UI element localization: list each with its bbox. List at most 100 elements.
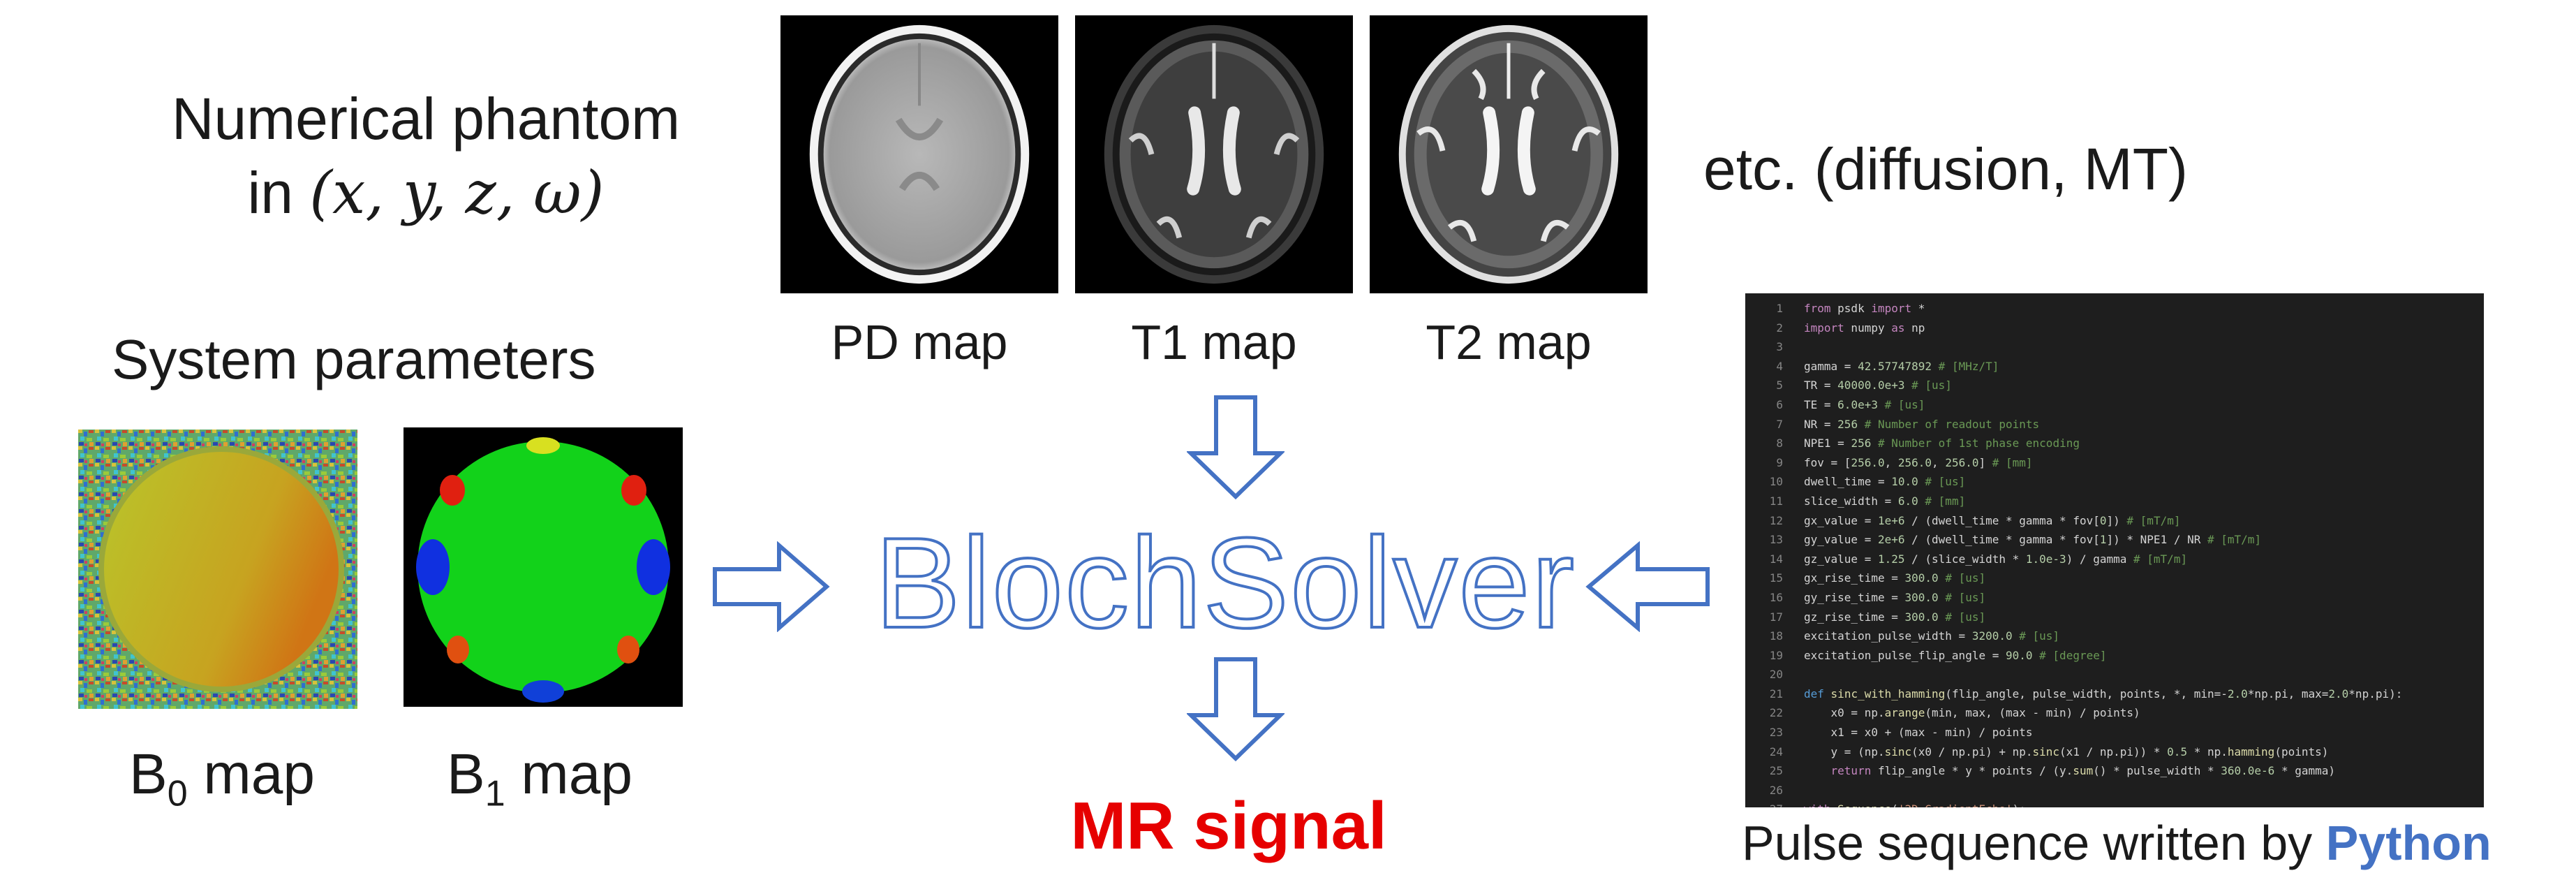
- code-line-number: 9: [1776, 455, 1783, 469]
- code-line: 12 gx_value = 1e+6 / (dwell_time * gamma …: [1745, 511, 2484, 531]
- code-line: 20: [1745, 665, 2484, 684]
- code-line-number: 23: [1769, 726, 1783, 740]
- code-line-text: TR = 40000.0e+3 # [us]: [1804, 379, 1952, 393]
- code-line-text: x1 = x0 + (max - min) / points: [1804, 726, 2033, 740]
- code-line-number: 16: [1769, 590, 1783, 604]
- b0-map-label: B0 map: [129, 742, 315, 814]
- code-line: 8 NPE1 = 256 # Number of 1st phase encodi…: [1745, 434, 2484, 453]
- pd-map-label: PD map: [831, 315, 1008, 369]
- code-line-text: return flip_angle * y * points / (y.sum(…: [1830, 764, 2336, 778]
- code-line-text: import numpy as np: [1804, 321, 1925, 335]
- code-line: 14 gz_value = 1.25 / (slice_width * 1.0e-…: [1745, 550, 2484, 569]
- code-line-number: 12: [1769, 513, 1783, 527]
- code-line-number: 24: [1769, 745, 1783, 758]
- code-line-text: gz_rise_time = 300.0 # [us]: [1804, 610, 1986, 624]
- code-line-number: 13: [1769, 533, 1783, 547]
- code-line-text: gx_rise_time = 300.0 # [us]: [1804, 571, 1986, 585]
- code-line: 19 excitation_pulse_flip_angle = 90.0 # […: [1745, 646, 2484, 666]
- arrow-down-bottom-icon: [1187, 657, 1285, 761]
- code-line-number: 15: [1769, 571, 1783, 585]
- b0-map-image: [78, 430, 357, 709]
- t2-map-image: [1370, 15, 1648, 293]
- code-line-number: 6: [1776, 397, 1783, 411]
- code-line-number: 27: [1745, 800, 1804, 807]
- code-line: 2 import numpy as np: [1745, 318, 2484, 338]
- code-line-text: excitation_pulse_width = 3200.0 # [us]: [1804, 629, 2060, 643]
- code-line-number: 1: [1776, 302, 1783, 315]
- code-line-number: 4: [1776, 359, 1783, 373]
- code-line-text: gamma = 42.57747892 # [MHz/T]: [1804, 359, 1999, 373]
- t1-map-label: T1 map: [1131, 315, 1297, 369]
- b1-map-label: B1 map: [447, 742, 632, 814]
- code-line: 25 return flip_angle * y * points / (y.s…: [1745, 761, 2484, 781]
- code-line: 26: [1745, 781, 2484, 800]
- code-line: 18 excitation_pulse_width = 3200.0 # [us]: [1745, 626, 2484, 646]
- phantom-coordinates: (x, y, z, ω): [309, 159, 605, 227]
- code-line-text: excitation_pulse_flip_angle = 90.0 # [de…: [1804, 648, 2107, 662]
- python-label: Python: [2325, 816, 2492, 870]
- code-line-number: 25: [1769, 764, 1783, 778]
- code-line-text: slice_width = 6.0 # [mm]: [1804, 494, 1966, 508]
- code-line: 11 slice_width = 6.0 # [mm]: [1745, 492, 2484, 511]
- code-line-text: def sinc_with_hamming(flip_angle, pulse_…: [1804, 687, 2403, 701]
- code-line-text: gy_value = 2e+6 / (dwell_time * gamma * …: [1804, 533, 2262, 547]
- code-line-number: 17: [1769, 610, 1783, 624]
- code-line-number: 18: [1769, 629, 1783, 643]
- code-line-number: 11: [1769, 494, 1783, 508]
- code-line: 3: [1745, 337, 2484, 357]
- code-line-number: 7: [1776, 417, 1783, 431]
- code-line: 10 dwell_time = 10.0 # [us]: [1745, 472, 2484, 492]
- code-line-number: 3: [1776, 340, 1783, 354]
- code-line-text: NPE1 = 256 # Number of 1st phase encodin…: [1804, 437, 2080, 450]
- code-line: 5 TR = 40000.0e+3 # [us]: [1745, 376, 2484, 395]
- code-line: 21 def sinc_with_hamming(flip_angle, puls…: [1745, 684, 2484, 704]
- phantom-line1: Numerical phantom: [171, 86, 681, 152]
- pulse-sequence-caption: Pulse sequence written by Python: [1742, 816, 2492, 870]
- code-line-number: 26: [1769, 783, 1783, 797]
- code-line: 9 fov = [256.0, 256.0, 256.0] # [mm]: [1745, 453, 2484, 473]
- code-line: 4 gamma = 42.57747892 # [MHz/T]: [1745, 357, 2484, 376]
- code-line: 7 NR = 256 # Number of readout points: [1745, 415, 2484, 434]
- phantom-label: Numerical phantom in (x, y, z, ω): [112, 89, 740, 222]
- arrow-left-icon: [1585, 541, 1710, 632]
- code-line-text: fov = [256.0, 256.0, 256.0] # [mm]: [1804, 455, 2033, 469]
- svg-text:BlochSolver: BlochSolver: [875, 511, 1576, 654]
- code-line-number: 14: [1769, 552, 1783, 566]
- code-line-number: 5: [1776, 379, 1783, 393]
- b1-map-image: [404, 427, 683, 707]
- code-line: 23 x1 = x0 + (max - min) / points: [1745, 723, 2484, 742]
- blochsolver-title: BlochSolver: [873, 510, 1576, 656]
- pd-map-image: [780, 15, 1058, 293]
- code-line: 22 x0 = np.arange(min, max, (max - min) …: [1745, 703, 2484, 723]
- code-line-text: gz_value = 1.25 / (slice_width * 1.0e-3)…: [1804, 552, 2188, 566]
- code-line-text: gx_value = 1e+6 / (dwell_time * gamma * …: [1804, 513, 2181, 527]
- code-line-text: gy_rise_time = 300.0 # [us]: [1804, 590, 1986, 604]
- code-line-number: 10: [1769, 475, 1783, 489]
- code-line: 6 TE = 6.0e+3 # [us]: [1745, 395, 2484, 415]
- code-line: 27with Sequence('2D GradientEcho'):: [1745, 800, 2484, 807]
- code-line-number: 21: [1769, 687, 1783, 701]
- phantom-line2-prefix: in: [247, 160, 310, 226]
- t1-map-image: [1075, 15, 1353, 293]
- code-line-text: from psdk import *: [1804, 302, 1925, 315]
- code-line-number: 19: [1769, 648, 1783, 662]
- code-line: 17 gz_rise_time = 300.0 # [us]: [1745, 608, 2484, 627]
- system-parameters-label: System parameters: [112, 328, 596, 390]
- code-line: 24 y = (np.sinc(x0 / np.pi) + np.sinc(x1…: [1745, 742, 2484, 762]
- etc-label: etc. (diffusion, MT): [1703, 136, 2188, 202]
- code-line: 1 from psdk import *: [1745, 299, 2484, 318]
- code-line-text: x0 = np.arange(min, max, (max - min) / p…: [1804, 706, 2140, 720]
- code-line-number: 2: [1776, 321, 1783, 335]
- code-line: 16 gy_rise_time = 300.0 # [us]: [1745, 588, 2484, 608]
- code-line-number: 8: [1776, 437, 1783, 450]
- code-line-text: NR = 256 # Number of readout points: [1804, 417, 2040, 431]
- mr-signal-label: MR signal: [1070, 789, 1387, 863]
- code-line-text: dwell_time = 10.0 # [us]: [1804, 475, 1966, 489]
- arrow-right-icon: [713, 541, 830, 632]
- arrow-down-top-icon: [1187, 395, 1285, 499]
- t2-map-label: T2 map: [1426, 315, 1592, 369]
- code-line-text: TE = 6.0e+3 # [us]: [1804, 397, 1925, 411]
- code-line: 15 gx_rise_time = 300.0 # [us]: [1745, 569, 2484, 588]
- code-line-text: with Sequence('2D GradientEcho'):: [1804, 800, 2026, 807]
- code-line-number: 20: [1769, 668, 1783, 682]
